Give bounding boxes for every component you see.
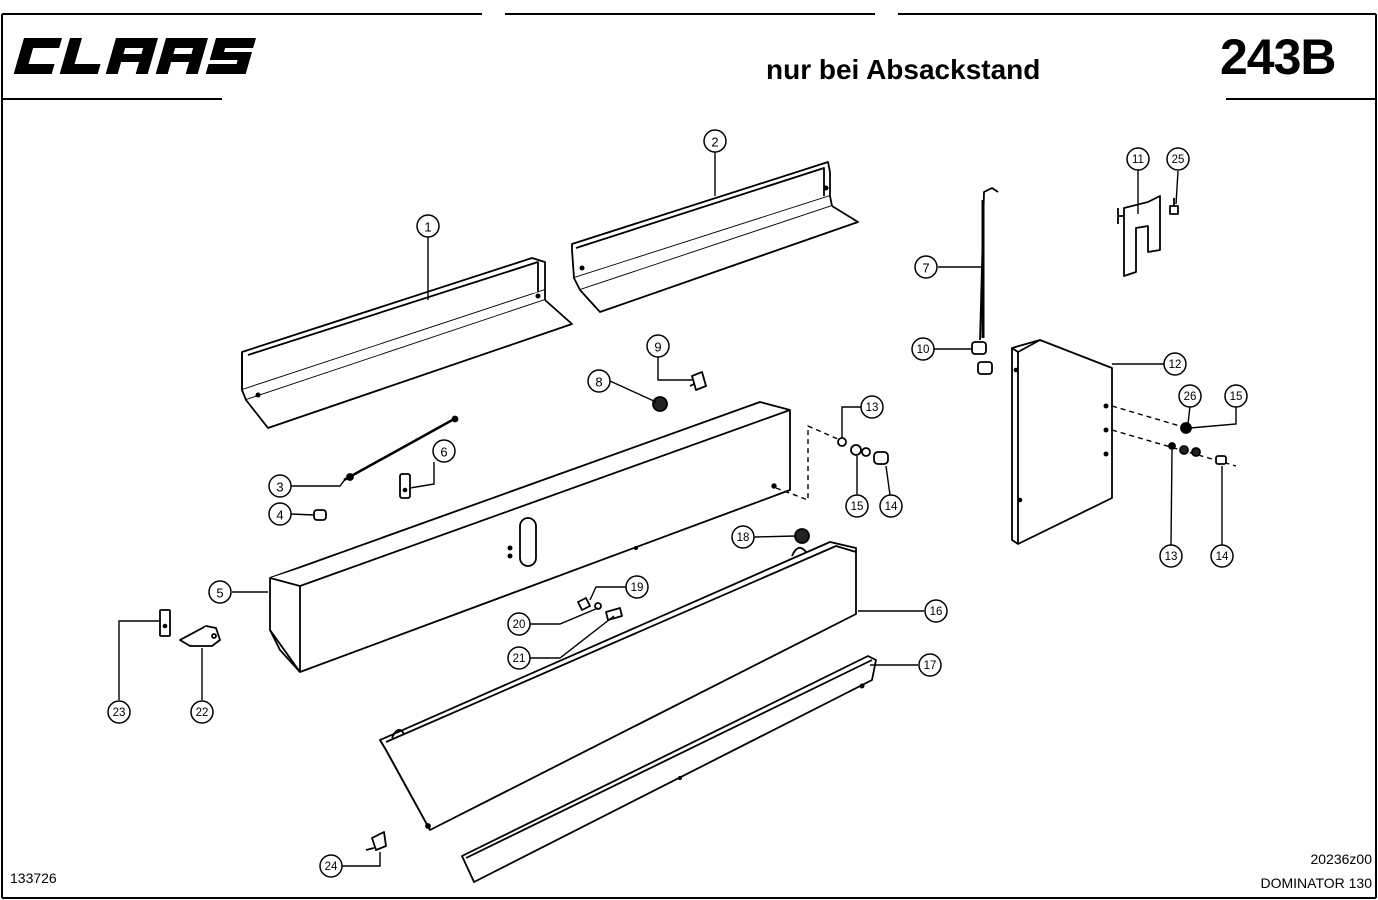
callout-6: 6 — [432, 439, 456, 463]
part-3-wire — [343, 415, 459, 482]
part-22-bracket — [179, 625, 221, 647]
callout-21: 21 — [507, 646, 531, 670]
fasteners-19-21 — [577, 597, 623, 621]
callout-18: 18 — [731, 525, 755, 549]
callout-12-label: 12 — [1169, 359, 1182, 371]
part-7-rod — [979, 187, 999, 341]
callout-16-label: 16 — [930, 606, 943, 618]
callout-16: 16 — [924, 599, 948, 623]
part-4-nut — [313, 509, 327, 521]
callout-15-label: 15 — [851, 501, 864, 513]
callout-25: 25 — [1166, 147, 1190, 171]
callout-13b: 13 — [1159, 544, 1183, 568]
callout-17: 17 — [918, 653, 942, 677]
callout-20-label: 20 — [513, 619, 526, 631]
callout-14b-label: 14 — [1216, 551, 1229, 563]
part-17-strip — [461, 655, 877, 883]
fasteners-13-15-14 — [837, 437, 889, 465]
callout-4-label: 4 — [276, 508, 283, 523]
page-title: nur bei Absackstand — [766, 54, 1041, 85]
callout-14b: 14 — [1210, 544, 1234, 568]
callout-9-label: 9 — [654, 340, 661, 355]
callout-1: 1 — [416, 214, 440, 238]
part-1-rail — [241, 257, 573, 429]
callout-23: 23 — [107, 700, 131, 724]
part-2-rail — [571, 161, 859, 313]
part-24-clip — [365, 831, 387, 851]
callout-26-label: 26 — [1184, 391, 1197, 403]
callout-10: 10 — [911, 337, 935, 361]
part-8-knob — [652, 396, 668, 412]
callout-24: 24 — [319, 854, 343, 878]
page-frame — [1, 13, 1377, 899]
callout-5: 5 — [208, 580, 232, 604]
callout-21-label: 21 — [513, 653, 526, 665]
callout-3: 3 — [268, 474, 292, 498]
callout-12: 12 — [1163, 352, 1187, 376]
callout-2-label: 2 — [711, 135, 718, 150]
callout-19-label: 19 — [631, 582, 644, 594]
callout-15b-label: 15 — [1230, 391, 1243, 403]
drawing-number: 20236z00 — [1310, 851, 1372, 867]
callout-14-label: 14 — [885, 501, 898, 513]
part-18-knob — [794, 528, 810, 544]
callout-11-label: 11 — [1132, 154, 1144, 166]
part-25-screw — [1169, 198, 1179, 215]
callout-17-label: 17 — [924, 660, 937, 672]
callout-11: 11 — [1126, 147, 1150, 171]
callout-23-label: 23 — [113, 707, 126, 719]
callout-20: 20 — [507, 612, 531, 636]
callout-5-label: 5 — [216, 586, 223, 601]
callout-7-label: 7 — [922, 261, 929, 276]
part-16-cover — [379, 541, 857, 831]
claas-logo — [13, 38, 256, 74]
callout-7: 7 — [914, 255, 938, 279]
leader-lines — [118, 152, 1237, 867]
callout-13b-label: 13 — [1165, 551, 1178, 563]
callout-9: 9 — [646, 334, 670, 358]
callout-3-label: 3 — [276, 480, 283, 495]
callout-8-label: 8 — [595, 375, 602, 390]
part-12-plate — [1011, 339, 1113, 545]
callout-22-label: 22 — [196, 707, 209, 719]
part-23-plate — [159, 609, 171, 637]
callout-25-label: 25 — [1172, 154, 1185, 166]
callout-24-label: 24 — [325, 861, 338, 873]
callout-6-label: 6 — [440, 445, 447, 460]
callout-2: 2 — [703, 129, 727, 153]
fasteners-plate-12 — [1111, 405, 1237, 467]
part-10-clamps — [971, 341, 993, 375]
callout-4: 4 — [268, 502, 292, 526]
callout-8: 8 — [587, 369, 611, 393]
callout-22: 22 — [190, 700, 214, 724]
callout-15b: 15 — [1224, 384, 1248, 408]
document-number: 133726 — [10, 870, 57, 886]
part-6-clip — [399, 473, 411, 499]
callout-18-label: 18 — [737, 532, 750, 544]
callout-10-label: 10 — [917, 344, 930, 356]
callout-13-label: 13 — [866, 402, 879, 414]
callout-1-label: 1 — [424, 220, 431, 235]
page-number: 243B — [1220, 29, 1337, 85]
part-11-bracket — [1117, 195, 1161, 277]
callout-19: 19 — [625, 575, 649, 599]
callout-14: 14 — [879, 494, 903, 518]
model-name: DOMINATOR 130 — [1260, 875, 1372, 891]
callout-15: 15 — [845, 494, 869, 518]
callout-26: 26 — [1178, 384, 1202, 408]
callout-13: 13 — [860, 395, 884, 419]
part-9-latch — [689, 371, 707, 391]
part-5-panel — [269, 401, 791, 673]
